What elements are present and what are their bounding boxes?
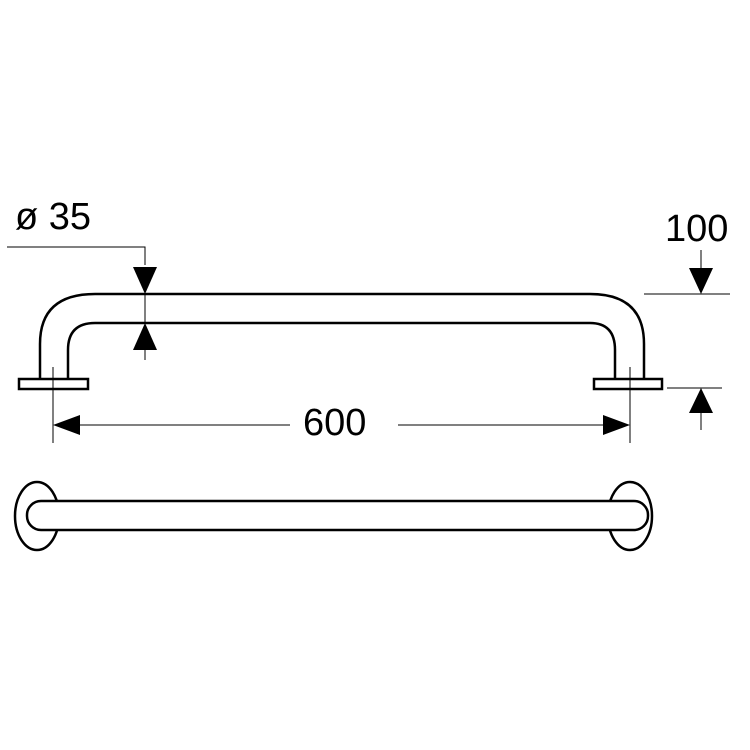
arrow-right-icon [603, 415, 630, 435]
bar-outer-outline [38, 292, 646, 379]
projection-label: 100 [665, 208, 729, 250]
arrow-down-icon [133, 267, 157, 294]
arrow-up-icon [689, 388, 713, 413]
length-label: 600 [303, 402, 367, 444]
top-view [13, 480, 654, 552]
diameter-label: ø 35 [15, 196, 92, 238]
right-flange [592, 377, 664, 391]
bar-inner-outline [66, 321, 617, 379]
diameter-leader [7, 246, 146, 265]
arrow-down-icon [689, 268, 713, 294]
side-view [17, 292, 664, 391]
arrow-left-icon [53, 415, 80, 435]
arrowheads [53, 267, 713, 435]
bar-top-view [25, 499, 650, 532]
dimension-lines [7, 246, 730, 443]
arrow-up-icon [133, 323, 157, 350]
